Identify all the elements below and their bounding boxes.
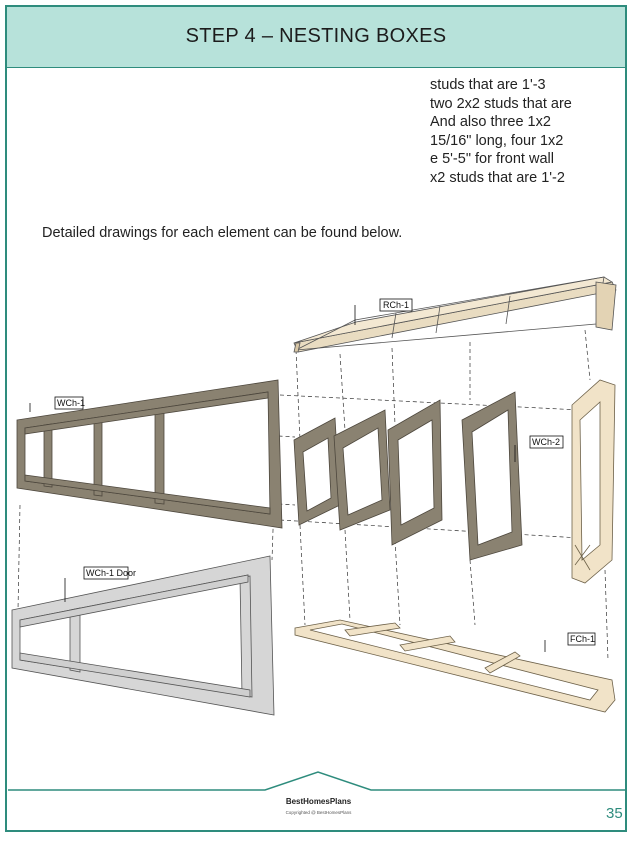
label-rch1: RCh-1 <box>354 298 413 325</box>
floor-frame-fch1 <box>294 619 616 713</box>
label-wch2-text: WCh-2 <box>532 437 560 447</box>
intro-line: e 5'-5" for front wall <box>430 151 554 167</box>
footer-separator <box>8 771 626 791</box>
intro-text: studs that are 1'-3 two 2x2 studs that a… <box>430 76 610 191</box>
door-frame-wch1 <box>11 555 275 716</box>
intro-line: x2 studs that are 1'-2 <box>430 169 565 186</box>
label-wch1: WCh-1 <box>29 396 85 412</box>
roof-frame-rch1 <box>293 276 617 353</box>
wall-frame-wch1 <box>16 379 283 529</box>
label-rch1-text: RCh-1 <box>383 300 409 310</box>
label-fch1: FCh-1 <box>544 632 596 652</box>
intro-line: And also three 1x2 <box>430 114 551 130</box>
label-wch1-text: WCh-1 <box>57 398 85 408</box>
label-wch1-door: WCh-1 Door <box>64 566 136 602</box>
page-number: 35 <box>606 805 623 822</box>
intro-line: two 2x2 studs that are <box>430 95 572 112</box>
end-wall <box>571 379 616 584</box>
page-title: STEP 4 – NESTING BOXES <box>185 25 447 47</box>
label-wch2: WCh-2 <box>514 435 564 462</box>
intro-line: 15/16" long, four 1x2 <box>430 132 564 149</box>
intro-line: studs that are 1'-3 <box>430 77 546 93</box>
footer-copyright: Copyrighted @ BestHomesPlans <box>285 810 352 815</box>
label-wch1-door-text: WCh-1 Door <box>86 568 136 578</box>
header-bar: STEP 4 – NESTING BOXES <box>7 7 625 68</box>
label-fch1-text: FCh-1 <box>570 634 595 644</box>
detail-caption: Detailed drawings for each element can b… <box>42 225 403 241</box>
page-frame <box>5 5 627 832</box>
footer-brand: BestHomesPlans <box>285 797 352 806</box>
side-panels <box>293 391 523 561</box>
